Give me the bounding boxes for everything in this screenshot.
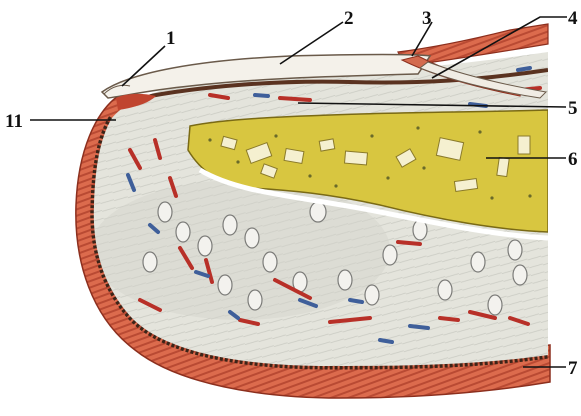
callout-number-5: 5 bbox=[568, 98, 578, 119]
callout-number-2: 2 bbox=[344, 8, 354, 29]
callout-number-4: 4 bbox=[568, 8, 578, 29]
callout-number-7: 7 bbox=[568, 358, 578, 379]
callout-number-11: 11 bbox=[5, 111, 23, 132]
callout-number-6: 6 bbox=[568, 149, 578, 170]
callout-number-3: 3 bbox=[422, 8, 432, 29]
callout-number-1: 1 bbox=[166, 28, 176, 49]
